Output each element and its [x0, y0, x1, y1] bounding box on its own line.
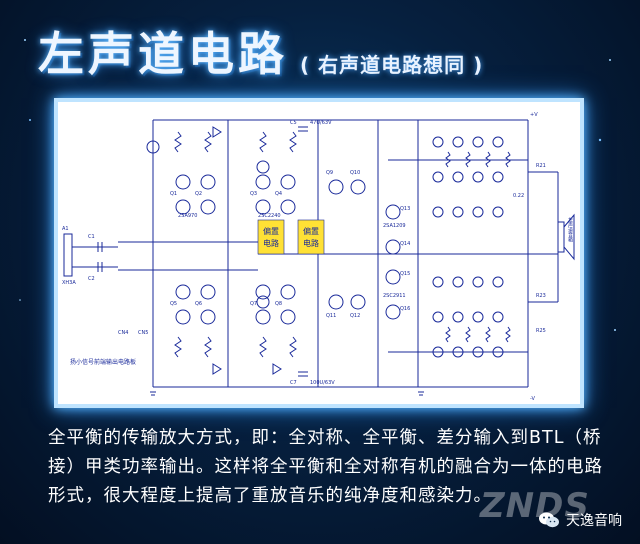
part-label: 0.22 — [513, 193, 524, 199]
bias-label-right-2: 电路 — [303, 238, 319, 248]
cap-label: C1 — [88, 234, 95, 240]
transistor-label: Q3 — [250, 191, 257, 197]
part-label: 47U/63V — [310, 120, 332, 126]
bias-box-left — [257, 219, 285, 255]
part-label: R23 — [536, 293, 546, 299]
plus-rail-label: +V — [530, 112, 538, 118]
transistor-label: Q9 — [326, 170, 333, 176]
input-label-a1: A1 — [62, 226, 69, 232]
transistor-label: Q4 — [275, 191, 282, 197]
transistor-label: Q7 — [250, 301, 257, 307]
header: 左声道电路 ( 右声道电路想同 ) — [38, 14, 483, 84]
part-label: CN5 — [138, 330, 148, 336]
transistor-label: Q2 — [195, 191, 202, 197]
transistor-label: Q6 — [195, 301, 202, 307]
part-label: 2SC2911 — [383, 293, 406, 299]
transistor-label: Q14 — [400, 241, 410, 247]
transistor-label: Q12 — [350, 313, 360, 319]
cap-label: C7 — [290, 380, 297, 386]
description-text: 全平衡的传输放大方式，即：全对称、全平衡、差分输入到BTL（桥接）甲类功率输出。… — [48, 428, 603, 506]
part-label: 2SC2240 — [258, 213, 281, 219]
transistor-label: Q10 — [350, 170, 360, 176]
transistor-label: Q1 — [170, 191, 177, 197]
part-label: 100U/63V — [310, 380, 335, 386]
part-label: R21 — [536, 163, 546, 169]
brand-badge: 天逸音响 — [538, 510, 622, 530]
part-label: CN4 — [118, 330, 128, 336]
bias-label-left-2: 电路 — [263, 238, 279, 248]
minus-rail-label: -V — [530, 396, 536, 402]
wechat-icon — [539, 512, 559, 528]
transistor-label: Q11 — [326, 313, 336, 319]
transistor-label: Q16 — [400, 306, 410, 312]
circuit-schematic: 偏置 电路 偏置 电路 A1 XH3A C1 C2 C5 C7 Q1 Q2 Q3… — [62, 112, 575, 402]
page-title: 左声道电路 — [38, 27, 288, 81]
part-label: 2SA1209 — [383, 223, 406, 229]
input-label-xh3a: XH3A — [62, 280, 76, 286]
transistor-label: Q8 — [275, 301, 282, 307]
transistor-label: Q15 — [400, 271, 410, 277]
bias-label-right: 偏置 — [303, 226, 319, 236]
transistor-label: Q5 — [170, 301, 177, 307]
page-subtitle: ( 右声道电路想同 ) — [300, 53, 484, 77]
brand-name: 天逸音响 — [566, 513, 622, 529]
part-label: R25 — [536, 328, 546, 334]
bias-box-right — [297, 219, 325, 255]
board-label: 扬小信号前端输出电路板 — [70, 358, 136, 366]
part-label: 2SA970 — [178, 213, 197, 219]
znds-watermark: ZNDS — [480, 486, 590, 526]
transistor-label: Q13 — [400, 206, 410, 212]
schematic-panel: 偏置 电路 偏置 电路 A1 XH3A C1 C2 C5 C7 Q1 Q2 Q3… — [54, 98, 584, 408]
cap-label: C2 — [88, 276, 95, 282]
speaker-label: 左声道音箱 — [567, 216, 573, 243]
bias-label-left: 偏置 — [263, 226, 279, 236]
cap-label: C5 — [290, 120, 297, 126]
